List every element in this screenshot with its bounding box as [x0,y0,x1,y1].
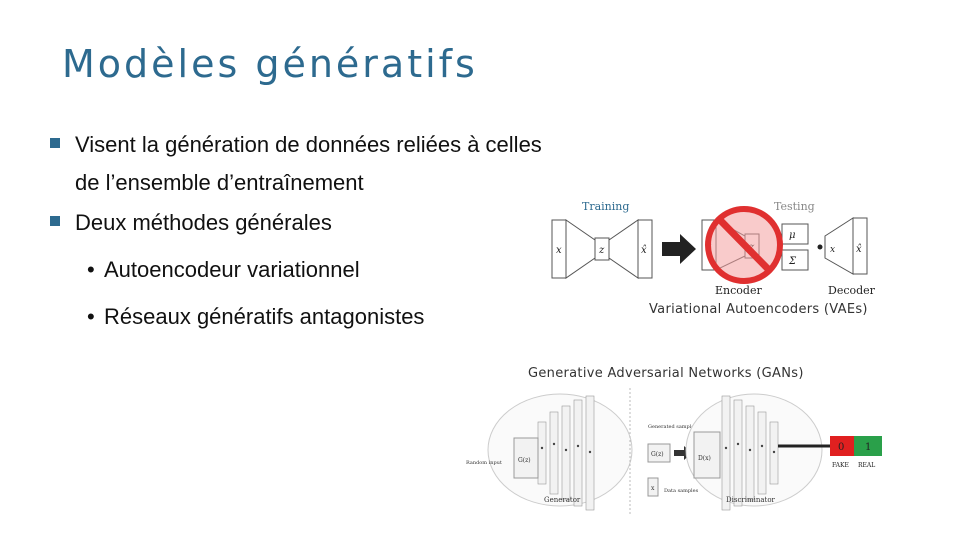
gz-box [647,443,671,463]
arrow-icon [662,234,696,264]
fake-label: FAKE [832,462,849,469]
prohibited-icon [705,206,783,284]
gan-caption: Generative Adversarial Networks (GANs) [528,366,804,381]
square-bullet-icon [50,216,60,226]
z-label: z [598,245,605,256]
bullet-list: Visent la génération de données reliées … [50,126,570,336]
vae-caption: Variational Autoencoders (VAEs) [649,302,868,317]
sub-bullet-gan: • Réseaux génératifs antagonistes [50,298,570,336]
bullet-generation: Visent la génération de données reliées … [50,126,570,202]
xn-label: x [830,245,835,255]
gan-diagram: G(z) Random input Generator Generated sa… [466,388,882,514]
generated-samples-label: Generated samples [648,424,697,430]
dot-bullet-icon: • [87,304,95,329]
vae-diagram: Training Testing x z x̂ x z μ Σ x x̂ Enc… [551,200,876,297]
discriminator-label: Discriminator [726,496,776,504]
x-label: x [556,245,562,256]
decoder-xhat-label: x̂ [856,244,862,255]
data-samples-label: Data samples [664,488,699,494]
bullet-text: Deux méthodes générales [75,210,332,235]
decoder-label: Decoder [828,284,876,297]
generator-input-box [513,437,539,479]
gz-label: G(z) [651,451,664,458]
mu-label: μ [789,230,796,241]
sigma-label: Σ [788,256,797,267]
training-network [551,219,653,279]
testing-label: Testing [774,200,815,213]
sample-node-icon [817,244,823,250]
bullet-text: Visent la génération de données reliées … [75,132,542,195]
xhat-label: x̂ [641,245,647,256]
generator-input-label: G(z) [518,457,531,464]
dx-label: D(x) [698,455,711,462]
generator-label: Generator [544,496,581,504]
real-label: REAL [858,462,875,469]
fake-output-box [830,436,854,456]
random-input-label: Random input [466,460,502,466]
slide-title: Modèles génératifs [62,42,478,86]
training-label: Training [582,200,629,213]
dot-bullet-icon: • [87,257,95,282]
square-bullet-icon [50,138,60,148]
generator-network [487,393,633,511]
x-box [647,477,659,497]
discriminator-network [685,393,823,511]
data-x-label: x [651,485,655,492]
sub-bullet-text: Autoencodeur variationnel [104,257,360,282]
sub-bullet-vae: • Autoencodeur variationnel [50,251,570,289]
sub-bullet-text: Réseaux génératifs antagonistes [104,304,425,329]
bullet-methods: Deux méthodes générales [50,204,570,242]
one-label: 1 [865,442,871,453]
zero-label: 0 [838,442,844,453]
real-output-box [854,436,882,456]
encoder-label: Encoder [715,284,762,297]
